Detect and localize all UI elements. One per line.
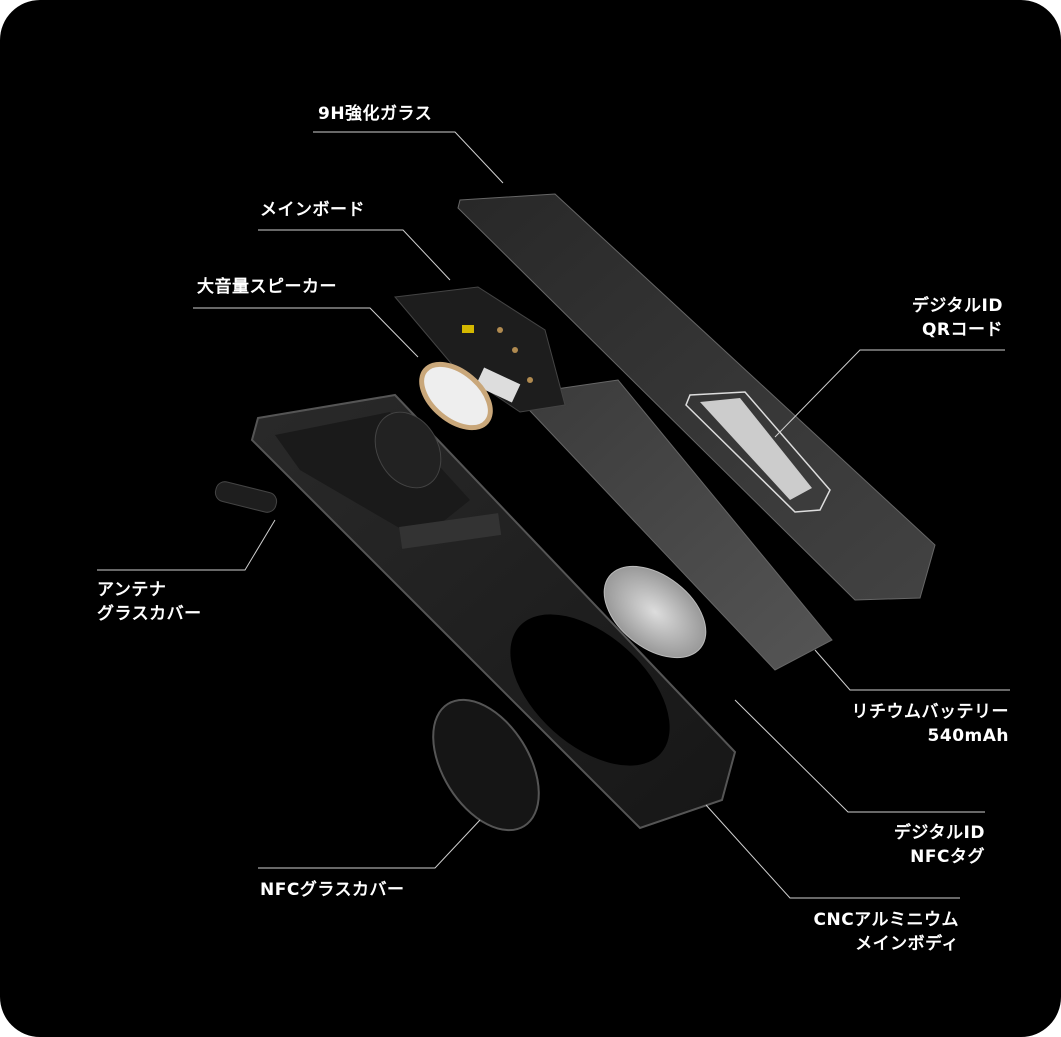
cnc-aluminium-main-body <box>250 393 737 830</box>
leader-lines <box>97 131 1010 899</box>
label-mainboard: メインボード <box>260 200 365 220</box>
label-nfc-cover: NFCグラスカバー <box>260 880 405 900</box>
label-antenna: アンテナ グラスカバー <box>97 578 202 626</box>
nfc-glass-cover <box>432 698 540 832</box>
qr-code-icon <box>700 398 812 500</box>
label-nfc-tag: デジタルID NFCタグ <box>894 821 985 869</box>
label-nfc-tag-line2: NFCタグ <box>910 847 985 867</box>
label-qr-line2: QRコード <box>921 320 1003 340</box>
antenna-glass-cover <box>214 481 278 513</box>
label-antenna-line2: グラスカバー <box>97 604 202 624</box>
label-glass: 9H強化ガラス <box>318 104 433 124</box>
label-battery: リチウムバッテリー 540mAh <box>852 700 1010 748</box>
label-body: CNCアルミニウム メインボディ <box>813 908 959 956</box>
label-body-line2: メインボディ <box>855 934 959 954</box>
lithium-battery <box>513 379 833 671</box>
speaker <box>419 361 493 431</box>
label-qr-line1: デジタルID <box>911 296 1003 316</box>
label-qr: デジタルID QRコード <box>912 294 1003 342</box>
label-body-line1: CNCアルミニウム <box>813 910 959 930</box>
tempered-glass <box>457 193 936 601</box>
label-battery-line2: 540mAh <box>927 726 1009 746</box>
label-antenna-line1: アンテナ <box>97 580 167 600</box>
nfc-tag <box>603 565 707 659</box>
label-nfc-tag-line1: デジタルID <box>893 823 985 843</box>
label-speaker: 大音量スピーカー <box>197 277 337 297</box>
label-battery-line1: リチウムバッテリー <box>851 702 1009 722</box>
